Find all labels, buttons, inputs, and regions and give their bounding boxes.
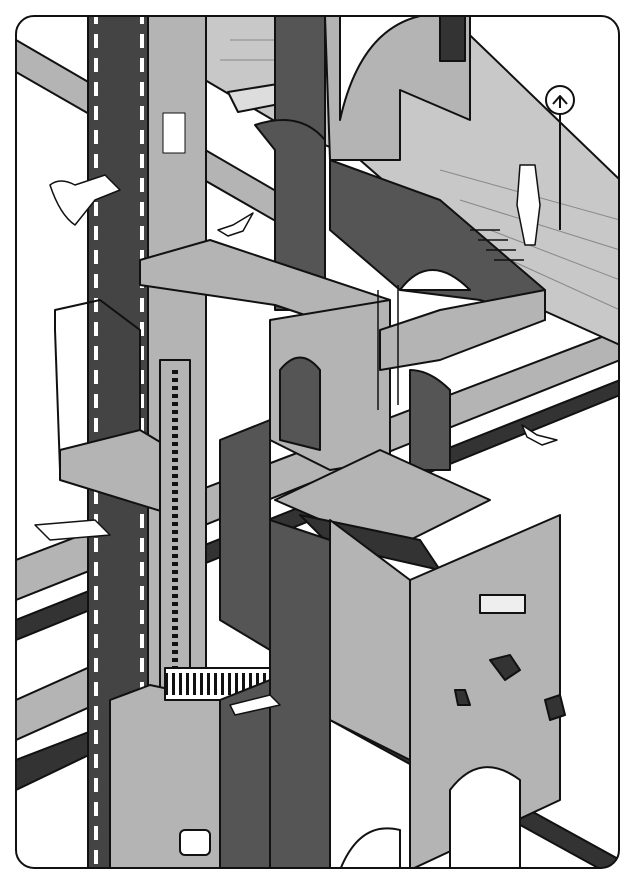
bottom-block bbox=[109, 667, 271, 868]
central-structure bbox=[54, 239, 546, 691]
stair-frame bbox=[269, 449, 566, 868]
bird-icon bbox=[217, 212, 254, 237]
bird-icon bbox=[521, 424, 558, 446]
person-icon bbox=[34, 519, 111, 541]
frame-border bbox=[15, 15, 620, 869]
posted-note bbox=[162, 112, 186, 154]
person-icon bbox=[516, 164, 541, 246]
person-icon bbox=[229, 694, 281, 716]
sign-plaque bbox=[479, 594, 526, 614]
person-icon bbox=[49, 174, 121, 226]
road-sign-arrow-icon bbox=[552, 95, 568, 108]
top-arch-column bbox=[254, 16, 471, 311]
road-sign bbox=[545, 85, 575, 230]
